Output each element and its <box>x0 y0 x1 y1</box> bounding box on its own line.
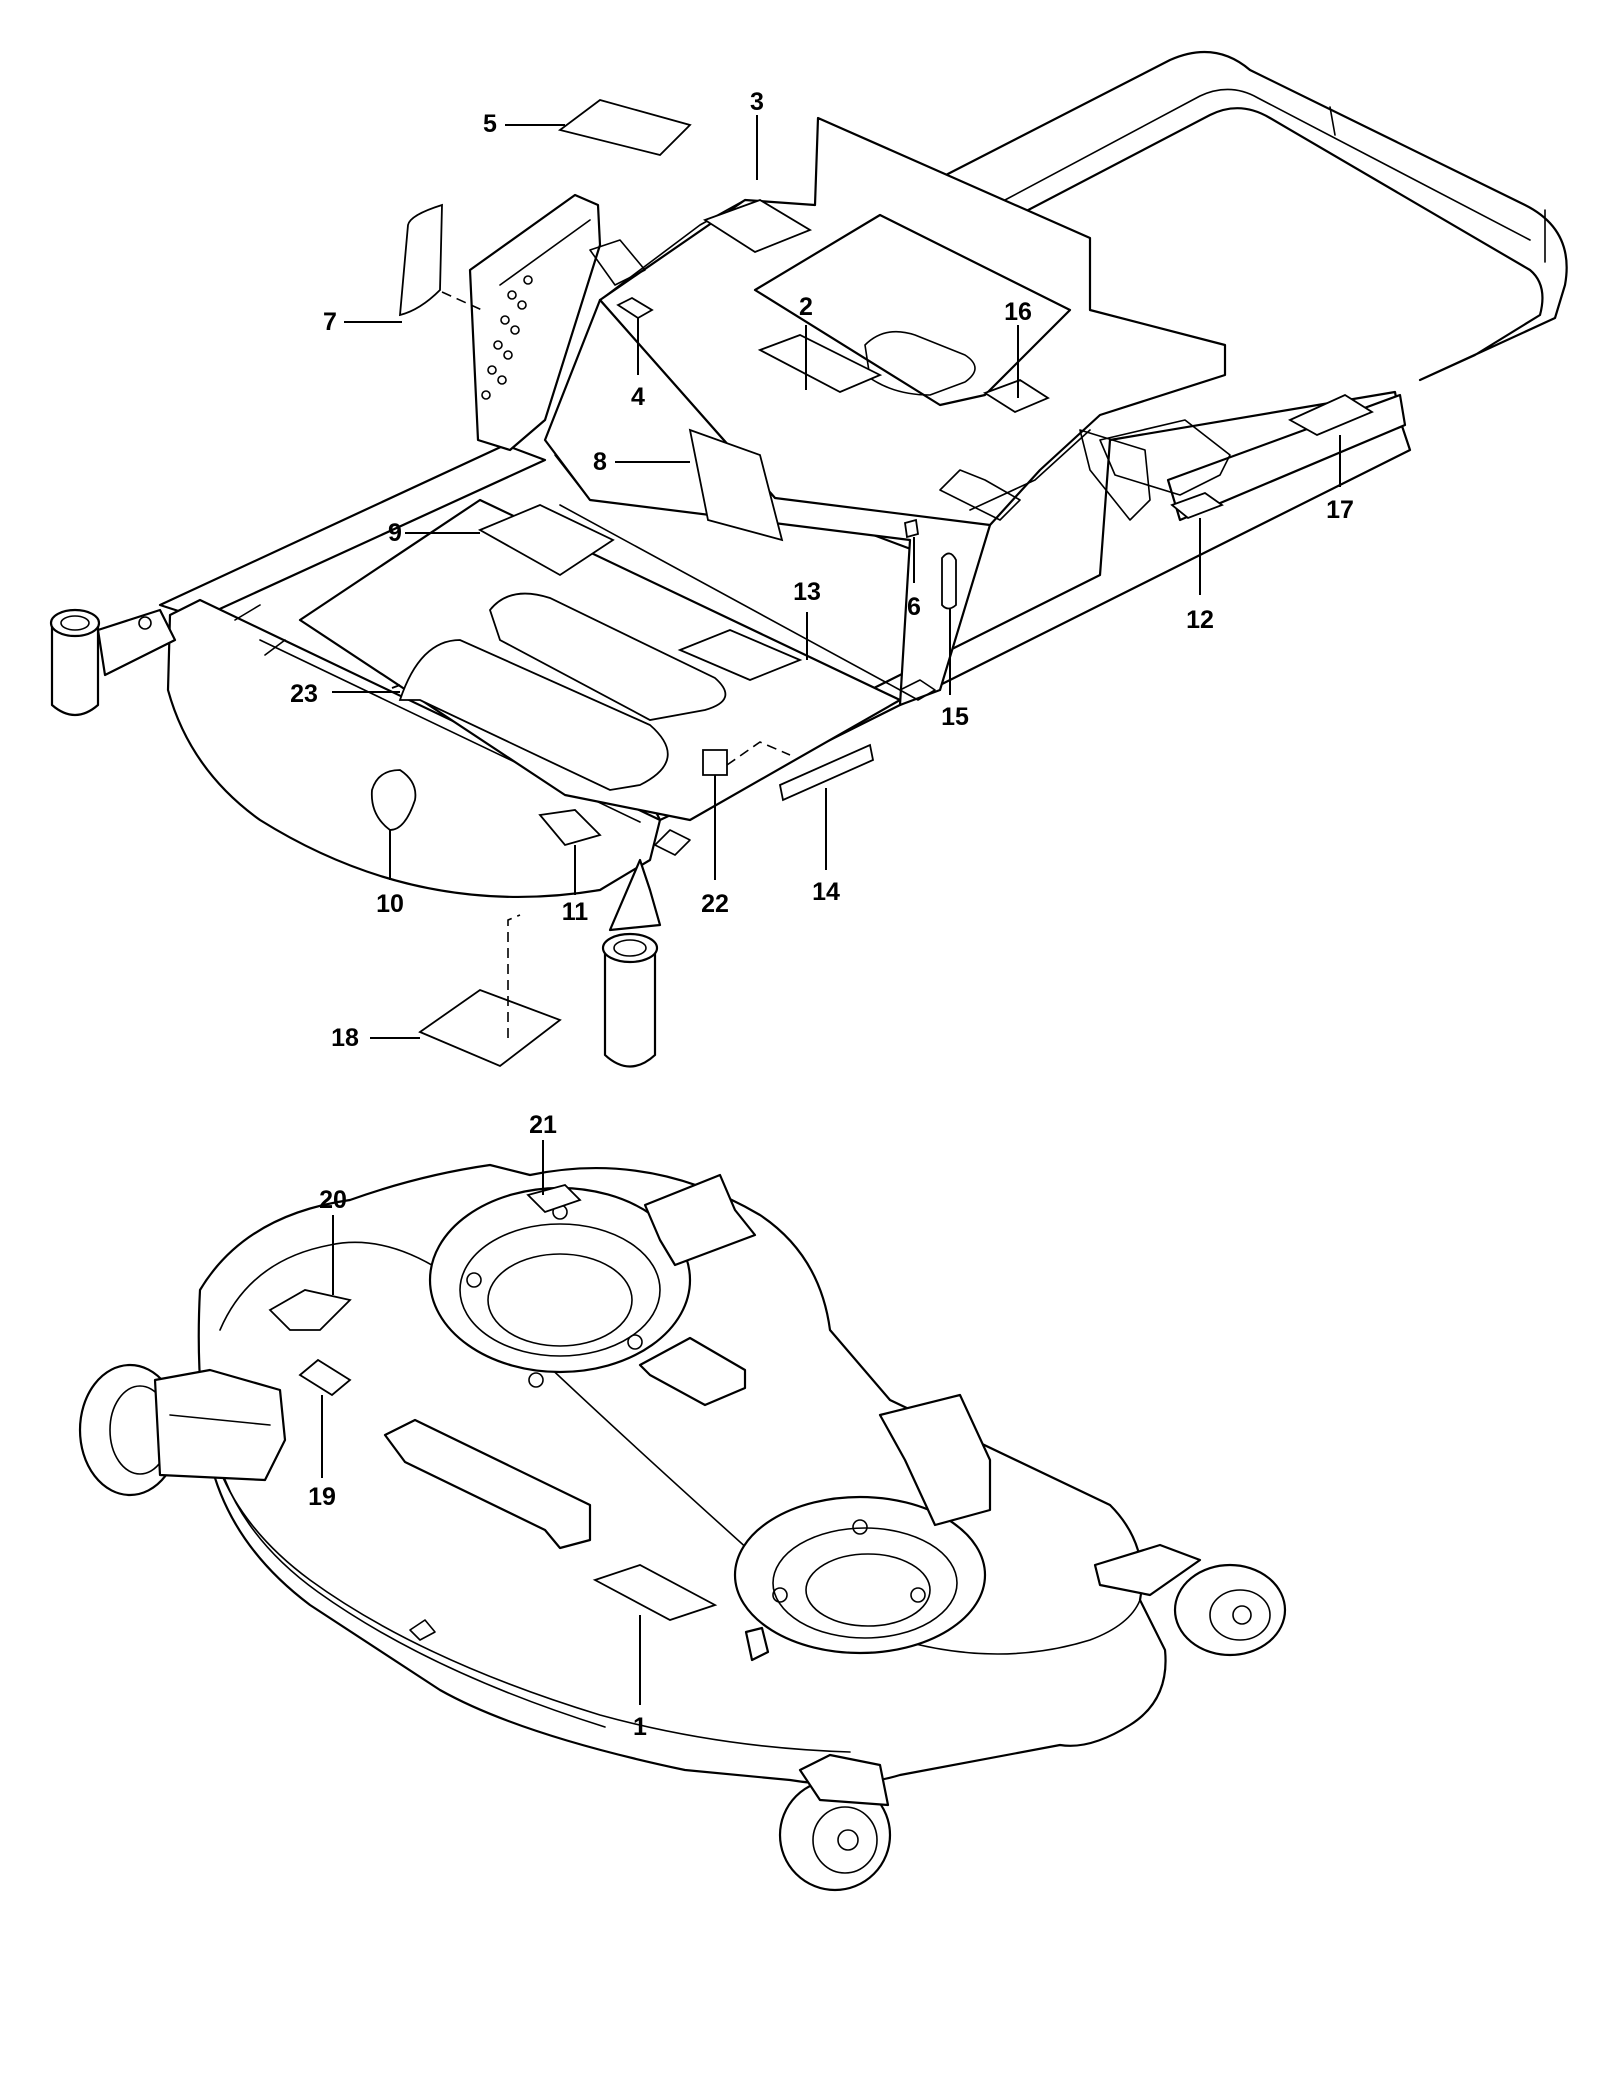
decal-3 <box>702 199 813 254</box>
mower-deck-assembly <box>78 1163 1287 1892</box>
decal-19 <box>298 1358 352 1397</box>
decal-12 <box>1170 491 1224 520</box>
front-bumper <box>166 598 662 898</box>
rear-handle-loop <box>938 50 1568 382</box>
right-caster-mount <box>601 858 662 1068</box>
decal-21 <box>526 1183 582 1214</box>
left-caster-mount <box>49 608 177 717</box>
left-gauge-wheel <box>78 1363 287 1497</box>
leader-lines <box>321 115 1341 1705</box>
decal-9 <box>477 504 615 577</box>
callout-22: 22 <box>701 890 729 918</box>
callout-2: 2 <box>799 293 813 321</box>
decal-6 <box>903 518 920 539</box>
callout-5: 5 <box>483 110 497 138</box>
seat-adjust-bracket <box>468 193 602 452</box>
lower-blade-housing <box>733 1495 987 1655</box>
callout-4: 4 <box>631 383 645 411</box>
decal-7 <box>398 203 443 317</box>
callout-labels: 1 2 3 4 5 6 7 8 9 10 11 12 13 14 15 16 1… <box>290 88 1354 1741</box>
decal-23-b <box>488 592 727 721</box>
callout-3: 3 <box>750 88 764 116</box>
callout-17: 17 <box>1326 496 1354 524</box>
callout-7: 7 <box>323 308 337 336</box>
callout-16: 16 <box>1004 298 1032 326</box>
deck-bracket-center <box>638 1336 747 1407</box>
rear-gauge-wheel <box>778 1753 892 1892</box>
decal-15 <box>941 552 957 610</box>
callout-18: 18 <box>331 1024 359 1052</box>
callout-19: 19 <box>308 1483 336 1511</box>
callout-20: 20 <box>319 1186 347 1214</box>
decal-4 <box>616 296 654 320</box>
deck-decals <box>268 1183 718 1621</box>
callout-21: 21 <box>529 1111 557 1139</box>
decal-1 <box>592 1564 718 1621</box>
decal-18 <box>418 988 562 1068</box>
right-gauge-wheel <box>1093 1543 1287 1657</box>
callout-14: 14 <box>812 878 840 906</box>
decal-10 <box>370 769 417 831</box>
decal-16 <box>982 378 1050 414</box>
callout-13: 13 <box>793 578 821 606</box>
decal-23-a <box>398 639 669 791</box>
callout-1: 1 <box>633 1713 647 1741</box>
deck-hanger-bracket <box>383 1418 592 1550</box>
decal-8 <box>688 428 784 542</box>
grease-fitting <box>744 1626 770 1662</box>
callout-23: 23 <box>290 680 318 708</box>
decal-14 <box>778 743 875 802</box>
callout-6: 6 <box>907 593 921 621</box>
seat-pan-opening <box>753 213 1072 407</box>
decal-5 <box>557 99 692 156</box>
decal-17 <box>1288 393 1374 436</box>
callout-9: 9 <box>388 519 402 547</box>
chassis-decals <box>370 99 1374 1068</box>
callout-10: 10 <box>376 890 404 918</box>
callout-15: 15 <box>941 703 969 731</box>
decal-20 <box>268 1289 352 1331</box>
callout-12: 12 <box>1186 606 1214 634</box>
decal-22 <box>702 749 728 776</box>
decal-13 <box>677 629 803 681</box>
chassis-frame-assembly <box>49 50 1568 1068</box>
callout-8: 8 <box>593 448 607 476</box>
decal-2 <box>757 334 883 393</box>
decal-11 <box>538 809 602 847</box>
deck-bracket-right <box>878 1393 992 1527</box>
callout-11: 11 <box>562 898 589 926</box>
deck-bracket-top <box>643 1173 757 1267</box>
